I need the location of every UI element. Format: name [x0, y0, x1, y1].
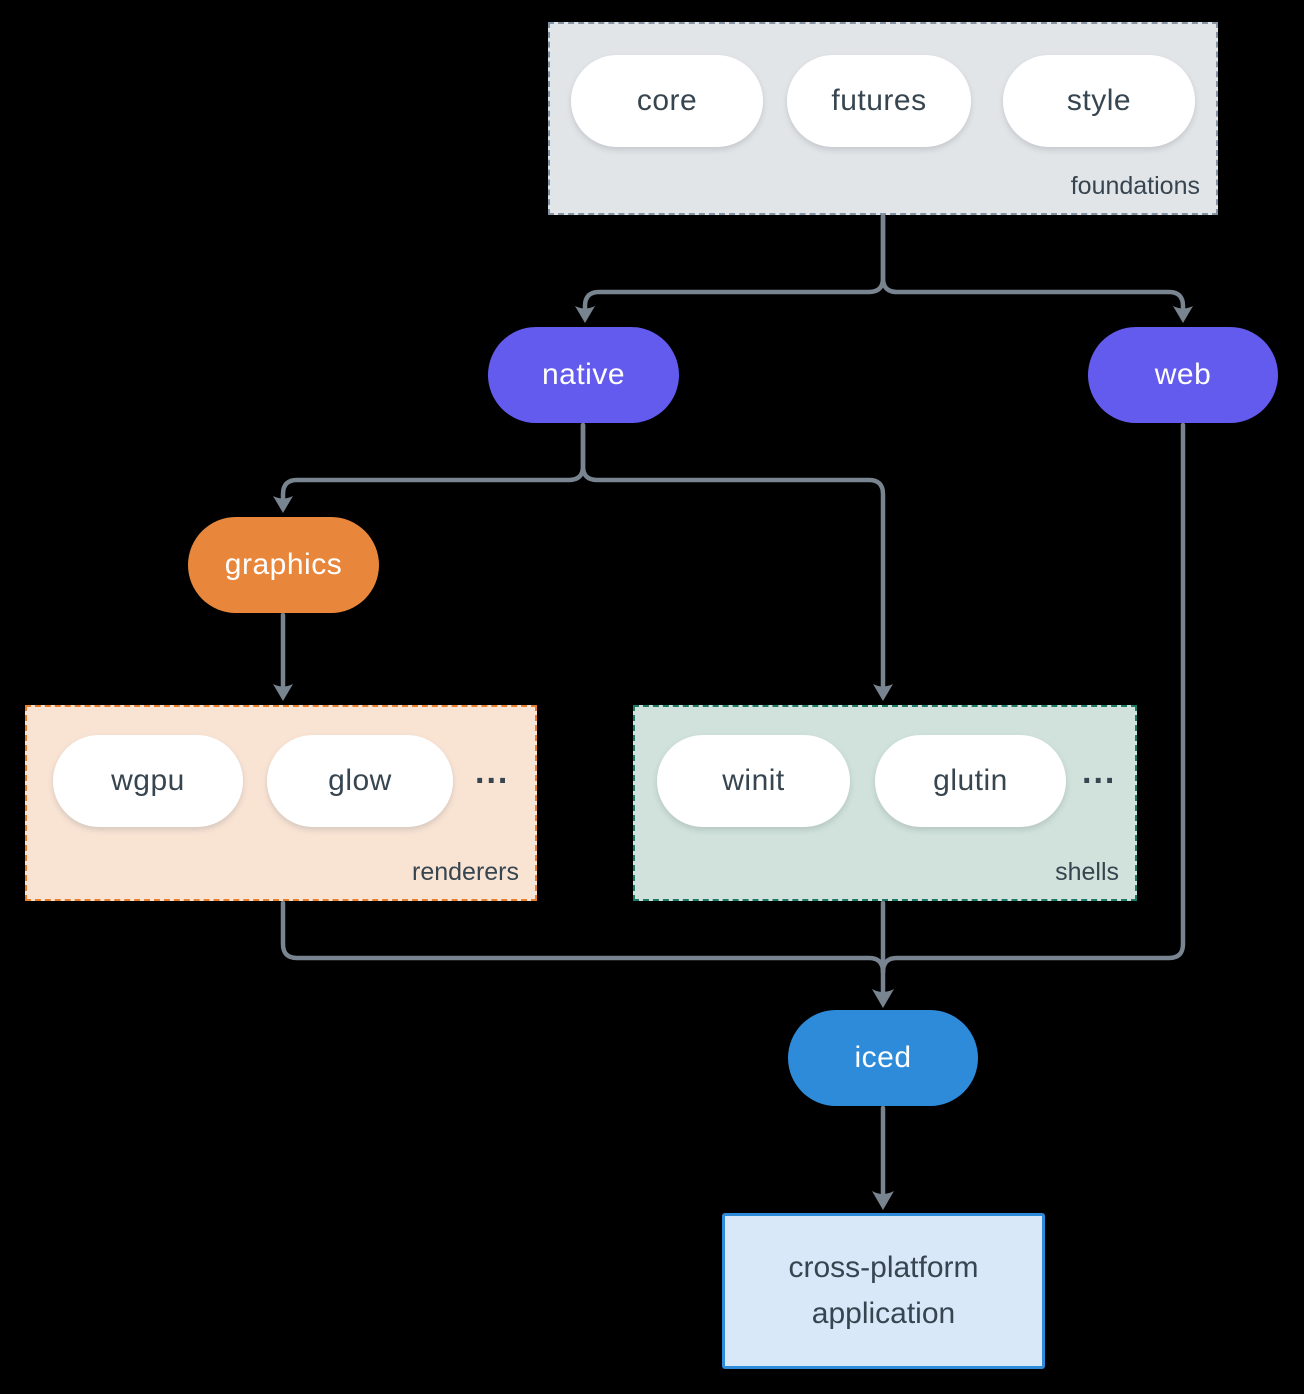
arrowhead-icon — [273, 684, 293, 701]
node-futures: futures — [787, 55, 971, 147]
node-native: native — [488, 327, 679, 423]
node-core: core — [571, 55, 763, 147]
node-wgpu-label: wgpu — [111, 764, 185, 797]
node-cross-platform-application: cross-platform application — [722, 1213, 1045, 1369]
node-application-label: cross-platform application — [788, 1250, 979, 1331]
node-web: web — [1088, 327, 1278, 423]
node-web-label: web — [1154, 358, 1212, 391]
node-graphics-label: graphics — [224, 548, 343, 581]
edge-graphics-renderers — [273, 612, 293, 701]
node-glutin-label: glutin — [933, 764, 1008, 797]
group-renderers-label: renderers — [412, 858, 519, 886]
node-winit: winit — [657, 735, 850, 827]
group-renderers: wgpu glow ... renderers — [25, 705, 537, 901]
edge-foundations-web — [880, 213, 1193, 323]
group-shells-label: shells — [1055, 858, 1119, 886]
node-glow-label: glow — [328, 764, 392, 797]
group-shells: winit glutin ... shells — [633, 705, 1137, 901]
node-graphics: graphics — [188, 517, 379, 613]
edge-native-graphics — [273, 422, 586, 513]
arrowhead-icon — [273, 496, 293, 513]
edge-iced-application — [872, 1105, 894, 1210]
node-glutin: glutin — [875, 735, 1066, 827]
arrowhead-icon — [1173, 306, 1193, 323]
node-style-label: style — [1066, 84, 1132, 117]
node-futures-label: futures — [831, 84, 927, 117]
node-core-label: core — [636, 84, 698, 117]
arrowhead-icon — [575, 306, 595, 323]
node-glow: glow — [267, 735, 453, 827]
shells-more-ellipsis: ... — [1082, 753, 1117, 791]
edge-shells-iced — [872, 900, 894, 1008]
arrowhead-icon — [872, 1191, 894, 1210]
edge-foundations-native — [575, 213, 886, 323]
renderers-more-ellipsis: ... — [475, 753, 510, 791]
node-winit-label: winit — [722, 764, 785, 797]
node-native-label: native — [541, 358, 626, 391]
arrowhead-icon — [873, 684, 893, 701]
node-style: style — [1003, 55, 1195, 147]
group-foundations: core futures style foundations — [548, 22, 1218, 215]
node-iced: iced — [788, 1010, 978, 1106]
group-foundations-label: foundations — [1070, 172, 1200, 200]
node-iced-label: iced — [854, 1041, 912, 1074]
edge-native-shells — [580, 422, 893, 701]
arrowhead-icon — [872, 989, 894, 1008]
edge-renderers-iced — [280, 900, 886, 975]
node-wgpu: wgpu — [53, 735, 243, 827]
